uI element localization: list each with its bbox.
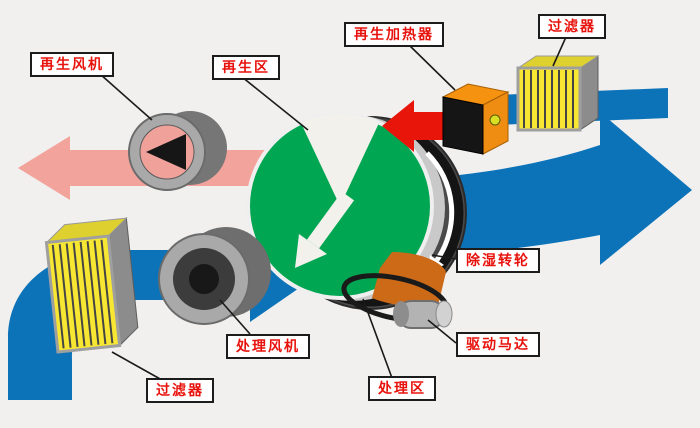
label-regen-fan: 再生风机: [30, 52, 114, 77]
regen-fan-flow-arrow: [146, 134, 186, 170]
filter-bottom: [44, 217, 139, 354]
leader-regen-fan: [99, 73, 153, 121]
filter-top: [516, 55, 600, 132]
leader-filter-bottom: [111, 351, 163, 381]
label-process-zone: 处理区: [368, 376, 436, 401]
heater-front-face: [442, 96, 484, 155]
label-regen-heater: 再生加热器: [344, 22, 444, 47]
process-flow-arrow-shaft: [306, 191, 355, 249]
hot-air-arrow: [382, 100, 444, 152]
regen-sector-wedge: [301, 114, 379, 206]
drive-motor: [341, 273, 453, 329]
label-drive-motor: 驱动马达: [456, 332, 540, 357]
filter-bottom-pleats: [51, 239, 114, 349]
regen-fan: [128, 111, 227, 191]
filter-top-pleats: [523, 70, 574, 128]
motor-right-cap: [435, 300, 453, 328]
filter-bottom-front-face: [44, 234, 122, 354]
filter-top-right-face: [579, 55, 599, 131]
leader-process-zone: [362, 298, 393, 379]
leader-process-fan: [219, 299, 251, 335]
label-filter-bottom: 过滤器: [146, 378, 214, 403]
leader-regen-heater: [407, 43, 456, 91]
label-dehum-wheel: 除湿转轮: [456, 248, 540, 273]
filter-top-front-face: [516, 66, 582, 132]
leader-regen-zone: [241, 76, 309, 131]
process-fan-hub: [189, 264, 219, 294]
desiccant-wheel: [246, 112, 467, 310]
process-air-outlet-arrow: [428, 112, 692, 265]
process-fan: [158, 227, 271, 325]
heater-indicator-dot: [489, 114, 501, 126]
label-process-fan: 处理风机: [226, 334, 310, 359]
regen-heater: [441, 83, 510, 155]
process-flow-arrow-head: [295, 234, 327, 268]
wheel-rotation-arrow: [425, 151, 455, 262]
leader-lines: [99, 36, 567, 381]
leader-drive-motor: [427, 319, 457, 344]
label-regen-zone: 再生区: [212, 55, 280, 80]
leader-filter-top: [552, 36, 567, 67]
motor-left-cap: [393, 301, 409, 327]
label-filter-top: 过滤器: [538, 14, 606, 39]
leader-dehum-wheel: [431, 254, 457, 260]
